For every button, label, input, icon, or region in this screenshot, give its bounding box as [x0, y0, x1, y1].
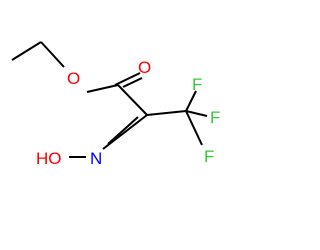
bond-ethyl-terminal [11, 41, 42, 61]
bond-carbonyl-alpha [117, 84, 148, 116]
bond-carbonyl-double-2 [122, 77, 143, 88]
structure-canvas: O O HO N F F F [11, 41, 221, 168]
fluorine-top-label: F [192, 75, 202, 94]
fluorine-bottom-label: F [204, 147, 214, 166]
bond-ethyl-ch2-o [40, 41, 65, 68]
bond-c-f-right [185, 110, 208, 117]
bond-c-f-top [185, 90, 197, 112]
bond-ester-o-carbonyl-c [86, 84, 119, 93]
bond-cn-double-1 [102, 114, 148, 150]
bond-carbonyl-double-1 [114, 72, 141, 86]
oxime-nitrogen-label: N [90, 149, 102, 168]
ester-oxygen-label: O [67, 69, 80, 88]
bond-cn-double-2 [107, 116, 139, 145]
molecule-diagram: O O HO N F F F [11, 41, 220, 168]
fluorine-right-label: F [210, 108, 220, 127]
hydroxy-label: HO [36, 149, 62, 168]
bond-c-f-bottom [185, 110, 203, 146]
bond-alpha-cf3 [146, 110, 187, 116]
carbonyl-oxygen-label: O [138, 58, 151, 77]
